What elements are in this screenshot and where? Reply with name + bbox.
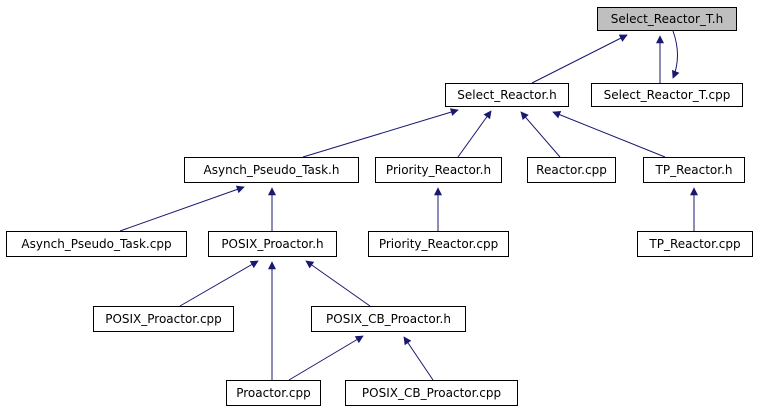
edge-select-reactor-to-select-reactor-t-h [531,34,628,84]
edge-posix-proactor-cpp-to-posix-proactor-h [179,260,259,307]
node-posix-proactor-cpp[interactable]: POSIX_Proactor.cpp [93,306,234,332]
node-tp-reactor-h[interactable]: TP_Reactor.h [643,157,745,183]
node-posix-proactor-h[interactable]: POSIX_Proactor.h [208,231,337,257]
edge-tp-reactor-h-to-select-reactor [552,110,666,158]
node-asynch-pseudo-task-cpp[interactable]: Asynch_Pseudo_Task.cpp [6,231,187,257]
node-select-reactor-t-h[interactable]: Select_Reactor_T.h [597,7,737,31]
node-reactor-cpp[interactable]: Reactor.cpp [527,157,616,183]
edge-priority-reactor-h-to-select-reactor [457,110,492,158]
edge-asynch-pseudo-task-h-to-select-reactor [302,108,459,158]
node-select-reactor-h[interactable]: Select_Reactor.h [445,83,569,107]
edge-posix-cb-proactor-cpp-to-posix-cb-proactor-h [403,336,434,381]
edge-posix-cb-proactor-h-to-posix-proactor-h [305,260,371,307]
edge-select-reactor-t-h-to-select-reactor-t-cpp [672,30,680,79]
node-priority-reactor-h[interactable]: Priority_Reactor.h [375,157,502,183]
edge-reactor-cpp-to-select-reactor [520,111,561,158]
edge-asynch-pseudo-task-cpp-to-asynch-pseudo-task-h [119,185,245,232]
edge-proactor-cpp-to-posix-cb-proactor-h [288,335,364,381]
node-posix-cb-proactor-cpp[interactable]: POSIX_CB_Proactor.cpp [345,380,518,406]
node-proactor-cpp[interactable]: Proactor.cpp [226,380,321,406]
node-priority-reactor-cpp[interactable]: Priority_Reactor.cpp [368,231,509,257]
node-tp-reactor-cpp[interactable]: TP_Reactor.cpp [637,231,753,257]
node-posix-cb-proactor-h[interactable]: POSIX_CB_Proactor.h [311,306,466,332]
node-asynch-pseudo-task-h[interactable]: Asynch_Pseudo_Task.h [184,157,359,183]
node-select-reactor-t-cpp[interactable]: Select_Reactor_T.cpp [591,83,743,107]
